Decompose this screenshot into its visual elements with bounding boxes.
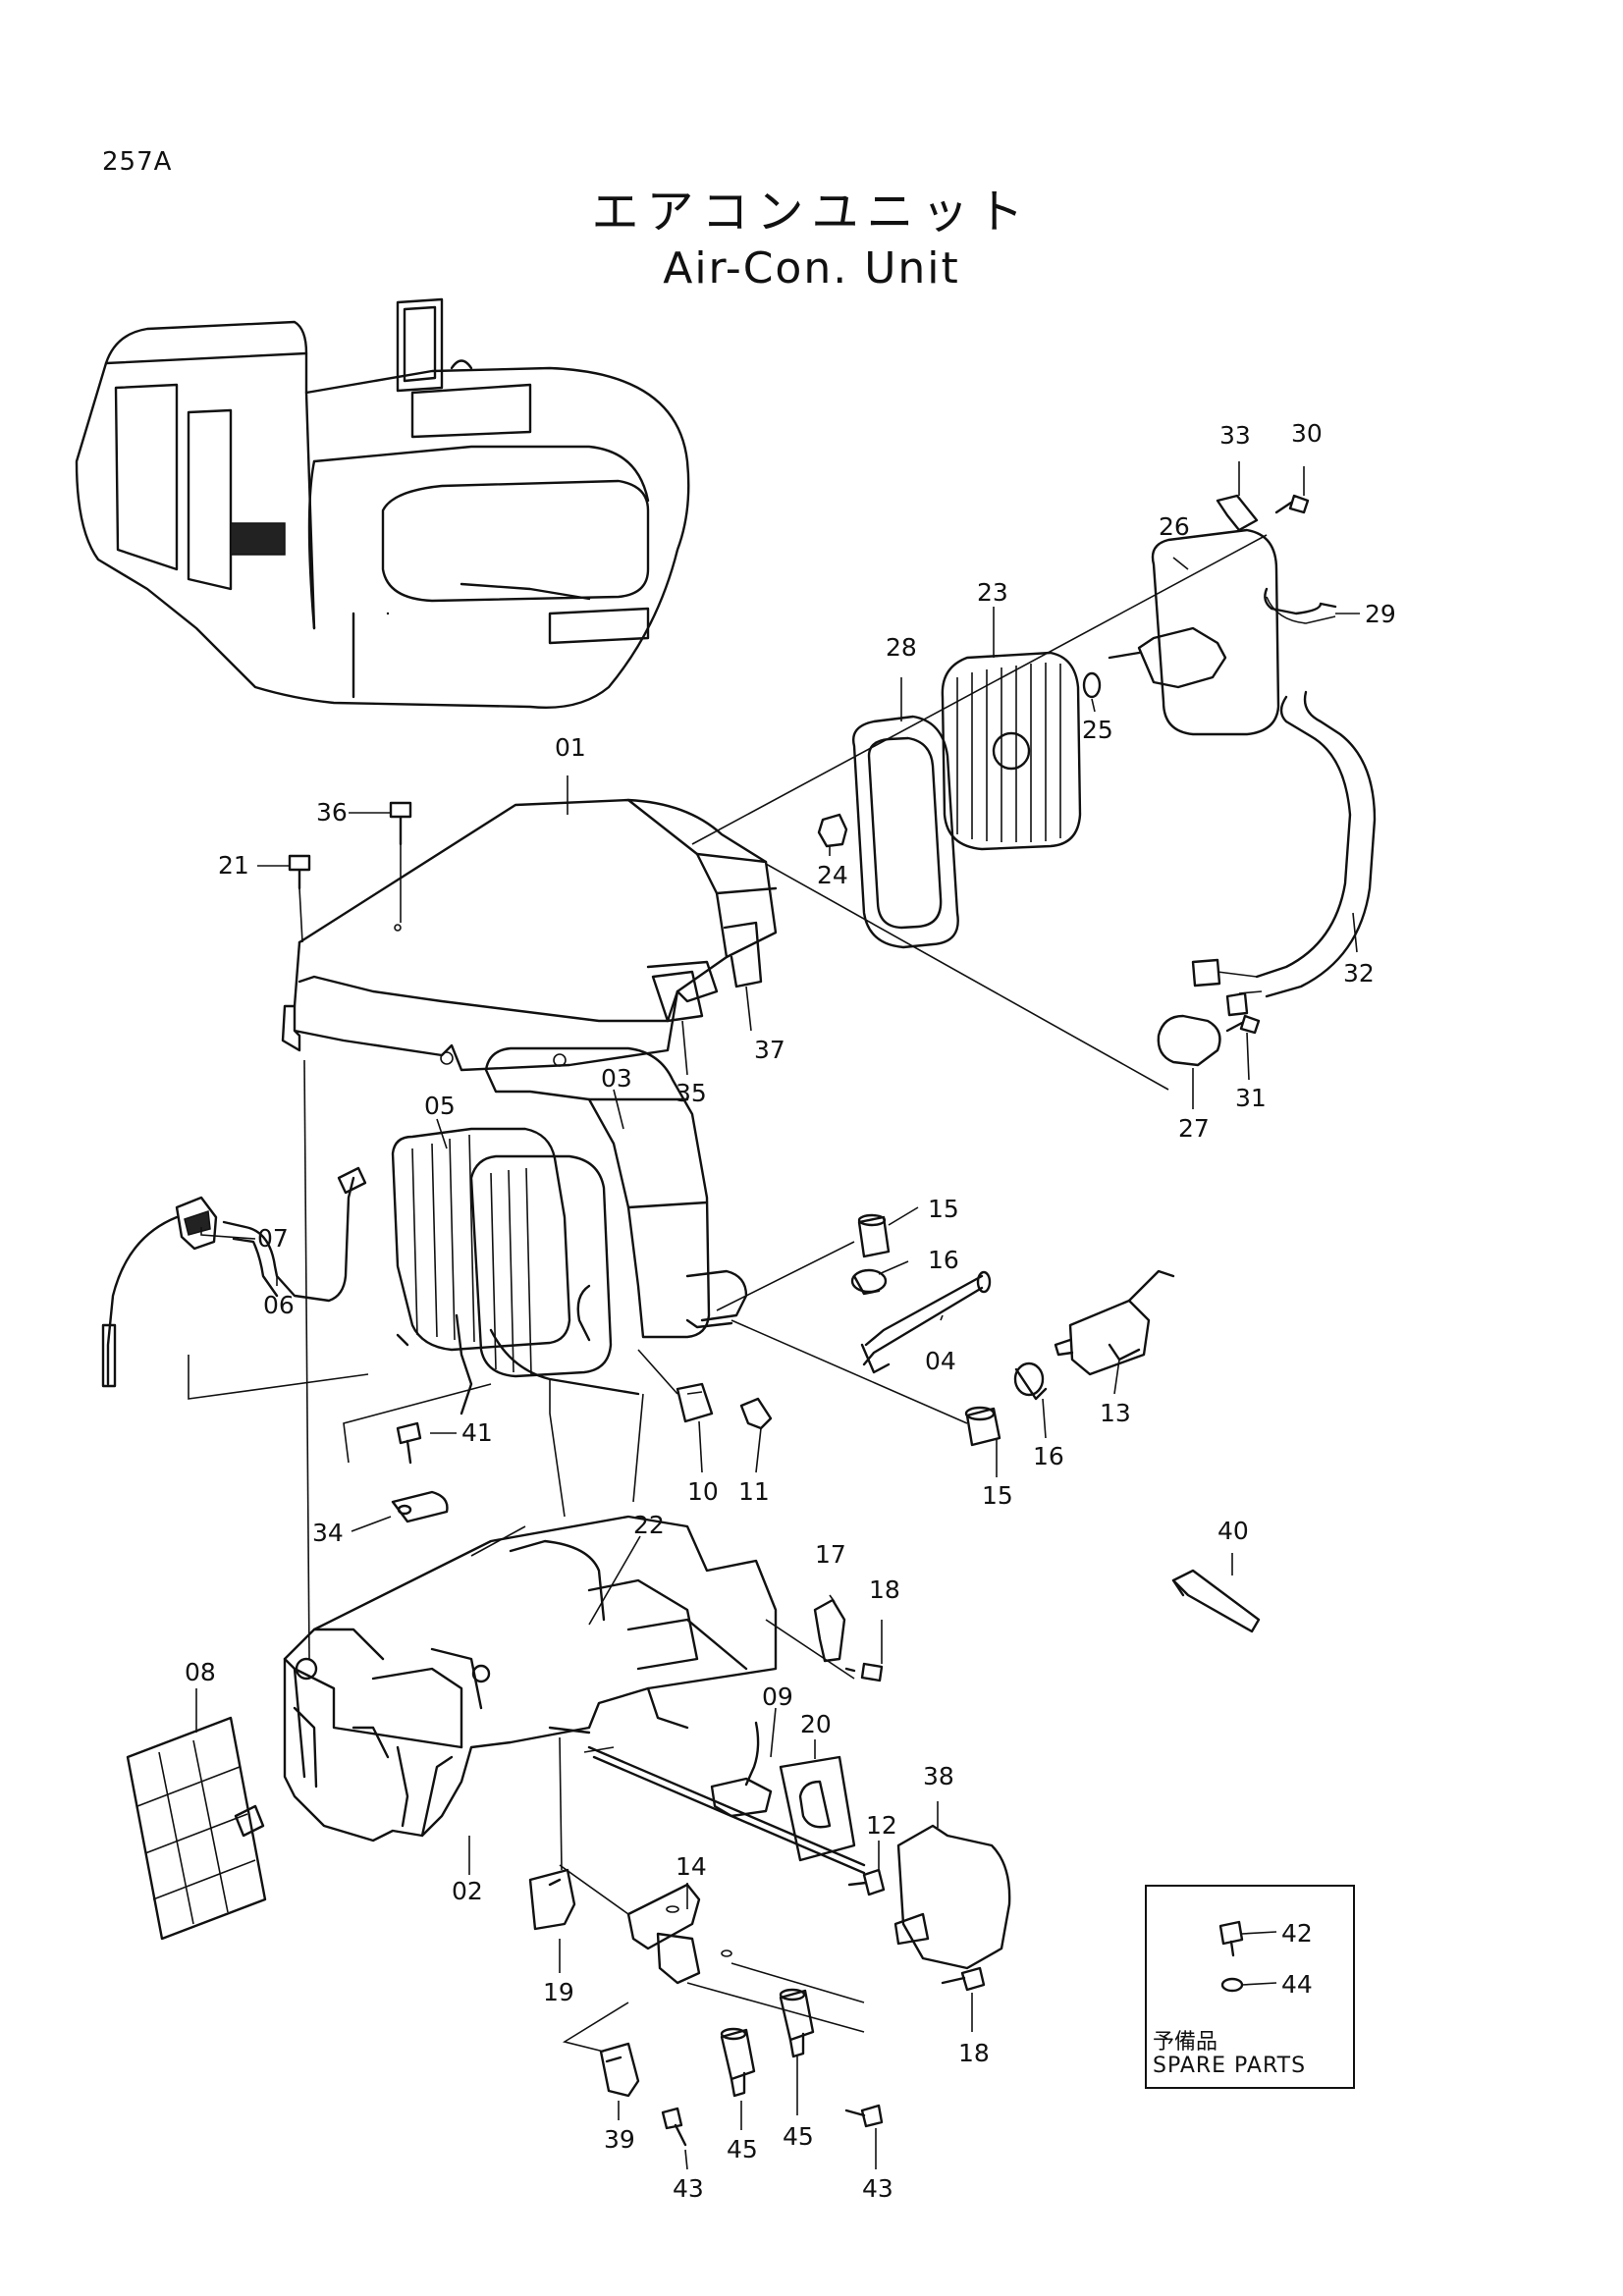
callout-11: 11 xyxy=(738,1477,770,1506)
callout-39: 39 xyxy=(604,2125,635,2154)
bracket-34 xyxy=(391,1490,449,1523)
page-code: 257A xyxy=(102,147,173,177)
pipe-06 xyxy=(222,1166,367,1303)
tie-band-40 xyxy=(1171,1569,1261,1633)
heater-evaporator-core xyxy=(391,1046,748,1415)
callout-34: 34 xyxy=(312,1519,344,1547)
callout-20: 20 xyxy=(800,1710,832,1738)
filter-08 xyxy=(126,1716,267,1941)
bracket-39 xyxy=(599,2042,640,2098)
callout-15-lower: 15 xyxy=(982,1481,1013,1510)
leader-lines xyxy=(195,461,1360,2170)
callout-30: 30 xyxy=(1291,419,1323,448)
callout-09: 09 xyxy=(762,1682,793,1711)
callout-27: 27 xyxy=(1178,1114,1210,1143)
callout-18-upper: 18 xyxy=(869,1575,900,1604)
callout-15-upper: 15 xyxy=(928,1195,959,1223)
title-japanese: エアコンユニット xyxy=(591,185,1032,240)
bolt-36 xyxy=(389,801,412,846)
title-english: Air-Con. Unit xyxy=(663,243,960,294)
callout-14: 14 xyxy=(676,1852,707,1881)
blower-assembly xyxy=(817,494,1377,1067)
callout-10: 10 xyxy=(687,1477,719,1506)
upper-case-01 xyxy=(281,612,778,1072)
drain-hose-15-upper xyxy=(857,1213,891,1258)
bolt-43-left xyxy=(661,2107,687,2147)
spare-parts-label-jp: 予備品 xyxy=(1153,2030,1218,2055)
bracket-17 xyxy=(813,1598,846,1663)
callout-13: 13 xyxy=(1100,1399,1131,1427)
callout-18-lower: 18 xyxy=(958,2039,990,2067)
callout-31: 31 xyxy=(1235,1084,1267,1112)
bolt-18-lower xyxy=(941,1966,986,1992)
bracket-20 xyxy=(779,1755,856,1862)
bolt-43-right xyxy=(844,2104,884,2128)
callout-28: 28 xyxy=(886,633,917,662)
callout-21: 21 xyxy=(218,851,249,880)
callout-23: 23 xyxy=(977,578,1008,607)
callout-45-left: 45 xyxy=(727,2135,758,2163)
callout-01: 01 xyxy=(555,733,586,762)
callout-45-right: 45 xyxy=(783,2122,814,2151)
callout-04: 04 xyxy=(925,1347,956,1375)
callout-24: 24 xyxy=(817,861,848,889)
spare-bolt-42 xyxy=(1218,1920,1244,1957)
callout-41: 41 xyxy=(461,1418,493,1447)
bolt-18-upper xyxy=(844,1662,884,1682)
callout-43-right: 43 xyxy=(862,2174,893,2203)
water-valve-13 xyxy=(1054,1269,1175,1376)
callout-labels: 01 02 03 04 05 06 07 08 09 10 11 12 13 1… xyxy=(185,419,1396,2203)
callout-26: 26 xyxy=(1159,512,1190,541)
callout-36: 36 xyxy=(316,798,348,827)
spare-parts-box: 予備品 SPARE PARTS xyxy=(1145,1885,1355,2089)
callout-32: 32 xyxy=(1343,959,1375,988)
bolt-12 xyxy=(847,1868,886,1896)
expansion-valve-07 xyxy=(101,1196,218,1388)
callout-12: 12 xyxy=(866,1811,897,1840)
callout-25: 25 xyxy=(1082,716,1113,744)
callout-40: 40 xyxy=(1217,1517,1249,1545)
callout-05: 05 xyxy=(424,1092,456,1120)
bracket-19 xyxy=(528,1868,576,1931)
callout-03: 03 xyxy=(601,1064,632,1093)
callout-02: 02 xyxy=(452,1877,483,1905)
clip-11 xyxy=(739,1397,773,1430)
callout-17: 17 xyxy=(815,1540,846,1569)
sensor-10 xyxy=(676,1382,714,1423)
lower-case-02 xyxy=(283,1515,778,1842)
plate-14 xyxy=(626,1883,732,1985)
callout-22: 22 xyxy=(633,1511,665,1539)
connector-45-right xyxy=(779,1988,815,2058)
excavator-overview xyxy=(75,297,690,709)
bolt-21 xyxy=(288,854,311,890)
assembly-lines xyxy=(188,534,1268,2053)
callout-35: 35 xyxy=(676,1079,707,1107)
callout-08: 08 xyxy=(185,1658,216,1686)
callout-33: 33 xyxy=(1219,421,1251,450)
callout-44: 44 xyxy=(1281,1970,1313,1999)
clamp-16-upper xyxy=(850,1268,888,1296)
cable-09 xyxy=(710,1721,773,1818)
callout-06: 06 xyxy=(263,1291,295,1319)
callout-42: 42 xyxy=(1281,1919,1313,1948)
callout-43-left: 43 xyxy=(673,2174,704,2203)
clamp-16-lower xyxy=(1013,1362,1048,1401)
callout-16-lower: 16 xyxy=(1033,1442,1064,1470)
callout-29: 29 xyxy=(1365,600,1396,628)
callout-37: 37 xyxy=(754,1036,785,1064)
pipe-04 xyxy=(860,1270,992,1374)
callout-19: 19 xyxy=(543,1978,574,2006)
cover-38 xyxy=(893,1824,1011,1970)
callout-16-upper: 16 xyxy=(928,1246,959,1274)
callout-07: 07 xyxy=(257,1224,289,1253)
drain-hose-15-lower xyxy=(964,1406,1001,1447)
connector-45-left xyxy=(720,2027,756,2098)
bolt-41 xyxy=(396,1421,422,1465)
spare-parts-label-en: SPARE PARTS xyxy=(1153,2054,1307,2078)
callout-38: 38 xyxy=(923,1762,954,1790)
